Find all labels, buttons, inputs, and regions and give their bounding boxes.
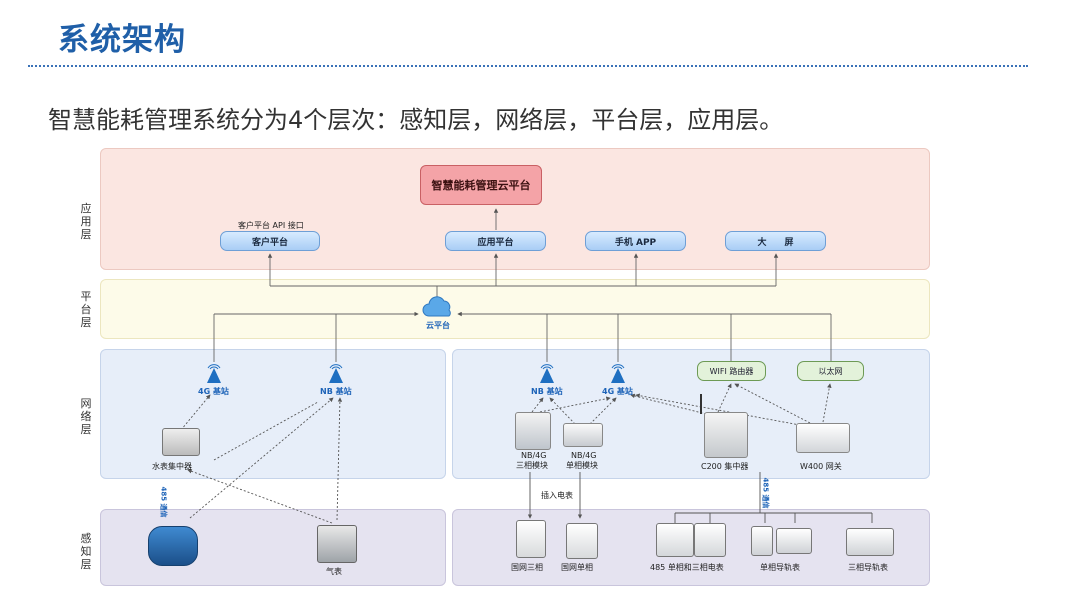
antenna-icon: [700, 394, 702, 414]
single-rail-label: 单相导轨表: [760, 563, 800, 572]
three-phase-module-label-1: NB/4G: [521, 451, 547, 460]
cloud-platform-node: 智慧能耗管理云平台: [420, 165, 542, 205]
meter-485-label: 485 单相和三相电表: [650, 563, 724, 572]
single-phase-module-label-2: 单相模块: [566, 461, 598, 470]
gas-meter-image: [317, 525, 357, 563]
platform-layer: [100, 279, 930, 339]
rs485-left-label: 485 通信: [159, 486, 168, 518]
w400-label: W400 网关: [800, 462, 842, 471]
single-rail-a-image: [751, 526, 773, 556]
rs485-right-label: 485 通信: [761, 477, 770, 509]
three-rail-label: 三相导轨表: [848, 563, 888, 572]
platform-layer-label: 平台层: [80, 290, 92, 329]
grid-single-image: [566, 523, 598, 559]
base-nb-left-label: NB 基站: [320, 387, 352, 396]
c200-label: C200 集中器: [701, 462, 749, 471]
single-phase-module-image: [563, 423, 603, 447]
network-layer-label: 网络层: [80, 397, 92, 436]
tower-4g-left-icon: [204, 362, 224, 384]
cloud-icon: [421, 296, 457, 318]
tower-nb-left-icon: [326, 362, 346, 384]
grid-three-image: [516, 520, 546, 558]
three-rail-image: [846, 528, 894, 556]
water-collector-image: [162, 428, 200, 456]
cloud-label: 云平台: [426, 321, 450, 330]
title-divider: [28, 65, 1028, 67]
water-collector-label: 水表集中器: [152, 462, 192, 471]
c200-collector-image: [704, 412, 748, 458]
page-title: 系统架构: [58, 22, 186, 58]
customer-platform-node: 客户平台: [220, 231, 320, 251]
page-subtitle: 智慧能耗管理系统分为4个层次：感知层，网络层，平台层，应用层。: [48, 106, 784, 134]
base-4g-left-label: 4G 基站: [198, 387, 229, 396]
water-meter-image: [148, 526, 198, 566]
single-phase-module-label-1: NB/4G: [571, 451, 597, 460]
w400-gateway-image: [796, 423, 850, 453]
tower-4g-right-icon: [608, 362, 628, 384]
base-nb-right-label: NB 基站: [531, 387, 563, 396]
meter-485-b-image: [694, 523, 726, 557]
meter-485-a-image: [656, 523, 694, 557]
three-phase-module-label-2: 三相模块: [516, 461, 548, 470]
perception-layer-label: 感知层: [80, 532, 92, 571]
customer-api-label: 客户平台 API 接口: [238, 221, 304, 230]
network-layer-left: [100, 349, 446, 479]
grid-three-label: 国网三相: [511, 563, 543, 572]
plug-in-label: 插入电表: [541, 491, 573, 500]
big-screen-node: 大 屏: [725, 231, 826, 251]
wifi-router-node: WIFI 路由器: [697, 361, 766, 381]
gas-meter-label: 气表: [326, 567, 342, 576]
application-layer-label: 应用层: [80, 202, 92, 241]
app-platform-node: 应用平台: [445, 231, 546, 251]
grid-single-label: 国网单相: [561, 563, 593, 572]
single-rail-b-image: [776, 528, 812, 554]
base-4g-right-label: 4G 基站: [602, 387, 633, 396]
tower-nb-right-icon: [537, 362, 557, 384]
mobile-app-node: 手机 APP: [585, 231, 686, 251]
three-phase-module-image: [515, 412, 551, 450]
ethernet-node: 以太网: [797, 361, 864, 381]
